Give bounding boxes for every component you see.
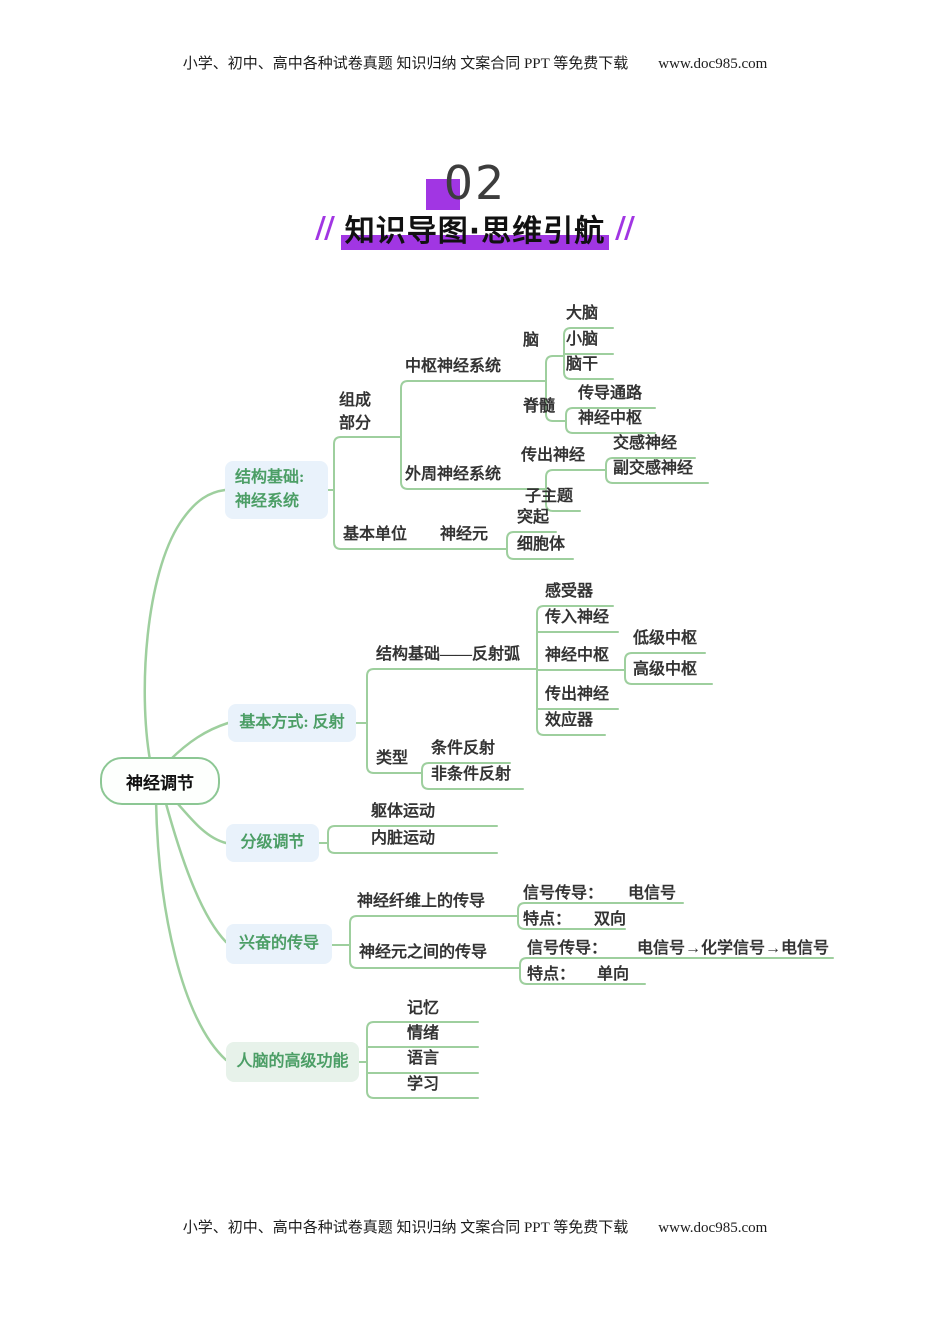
node-signal-conduction-val-2: 电信号→化学信号→电信号	[637, 940, 830, 957]
node-somatic-movement: 躯体运动	[371, 803, 436, 820]
branch-excitation-conduction: 兴奋的传导	[226, 924, 332, 964]
purple-underline-bar	[340, 235, 610, 250]
node-efferent-nerve-pns: 传出神经	[521, 447, 586, 464]
section-number: 02	[0, 156, 950, 210]
node-feature-key-2: 特点：	[527, 966, 576, 983]
node-feature-val-2: 单向	[597, 966, 630, 983]
page-header: 小学、初中、高中各种试卷真题 知识归纳 文案合同 PPT 等免费下载 www.do…	[0, 52, 950, 73]
node-feature-val-1: 双向	[594, 911, 627, 928]
node-reflex-arc: 结构基础——反射弧	[376, 646, 521, 663]
node-learning: 学习	[407, 1076, 440, 1093]
node-language: 语言	[407, 1050, 440, 1067]
node-visceral-movement: 内脏运动	[371, 830, 436, 847]
node-neurite: 突起	[517, 509, 550, 526]
node-central-nervous-system: 中枢神经系统	[405, 358, 502, 375]
page-footer: 小学、初中、高中各种试卷真题 知识归纳 文案合同 PPT 等免费下载 www.do…	[0, 1216, 950, 1237]
node-conditioned-reflex: 条件反射	[431, 740, 496, 757]
node-cerebrum: 大脑	[566, 305, 599, 322]
node-memory: 记忆	[407, 1000, 440, 1017]
node-neuron: 神经元	[440, 526, 489, 543]
footer-text: 小学、初中、高中各种试卷真题 知识归纳 文案合同 PPT 等免费下载	[182, 1220, 629, 1236]
node-cerebellum: 小脑	[566, 331, 599, 348]
node-signal-conduction-key-1: 信号传导：	[523, 885, 604, 902]
node-nerve-center: 神经中枢	[545, 647, 610, 664]
header-text: 小学、初中、高中各种试卷真题 知识归纳 文案合同 PPT 等免费下载	[182, 56, 629, 72]
node-brainstem: 脑干	[566, 356, 599, 373]
branch-basic-mode-reflex: 基本方式: 反射	[228, 704, 356, 742]
node-afferent-nerve: 传入神经	[545, 609, 610, 626]
root-node: 神经调节	[100, 757, 220, 805]
node-spinal-cord: 脊髓	[523, 398, 556, 415]
connector-lines	[143, 327, 834, 1099]
node-conduction-between-neurons: 神经元之间的传导	[359, 944, 488, 961]
branch-structure-basis: 结构基础: 神经系统	[225, 461, 328, 519]
section-title: 知识导图·思维引航	[344, 214, 606, 249]
purple-square-decoration	[425, 179, 460, 210]
branch-structure-basis-line2: 神经系统	[235, 493, 300, 510]
node-emotion: 情绪	[407, 1025, 440, 1042]
section-number-text: 02	[443, 156, 507, 210]
footer-url-link[interactable]: www.doc985.com	[658, 1220, 768, 1236]
section-banner: 知识导图·思维引航	[0, 206, 950, 250]
node-brain: 脑	[523, 332, 540, 349]
node-subtopic: 子主题	[525, 488, 574, 505]
node-signal-conduction-key-2: 信号传导：	[527, 940, 608, 957]
node-unconditioned-reflex: 非条件反射	[431, 766, 512, 783]
node-signal-conduction-val-1: 电信号	[628, 885, 677, 902]
node-lower-center: 低级中枢	[633, 630, 698, 647]
node-nerve-center-spinal: 神经中枢	[578, 410, 643, 427]
node-conduction-pathway: 传导通路	[578, 385, 643, 402]
node-type: 类型	[376, 750, 409, 767]
node-basic-unit: 基本单位	[343, 526, 408, 543]
node-cell-body: 细胞体	[517, 536, 566, 553]
header-url-link[interactable]: www.doc985.com	[658, 56, 768, 72]
node-composition-parts: 组成部分	[339, 392, 372, 432]
node-feature-key-1: 特点：	[523, 911, 572, 928]
node-peripheral-nervous-system: 外周神经系统	[405, 466, 502, 483]
branch-higher-brain-functions: 人脑的高级功能	[226, 1042, 359, 1082]
branch-hierarchical-regulation: 分级调节	[226, 824, 319, 862]
branch-structure-basis-line1: 结构基础:	[235, 469, 305, 486]
node-conduction-on-fiber: 神经纤维上的传导	[357, 893, 486, 910]
node-receptor: 感受器	[545, 583, 594, 600]
node-effector: 效应器	[545, 712, 594, 729]
node-higher-center: 高级中枢	[633, 661, 698, 678]
node-parasympathetic-nerve: 副交感神经	[613, 460, 694, 477]
node-sympathetic-nerve: 交感神经	[613, 435, 678, 452]
node-efferent-nerve: 传出神经	[545, 686, 610, 703]
